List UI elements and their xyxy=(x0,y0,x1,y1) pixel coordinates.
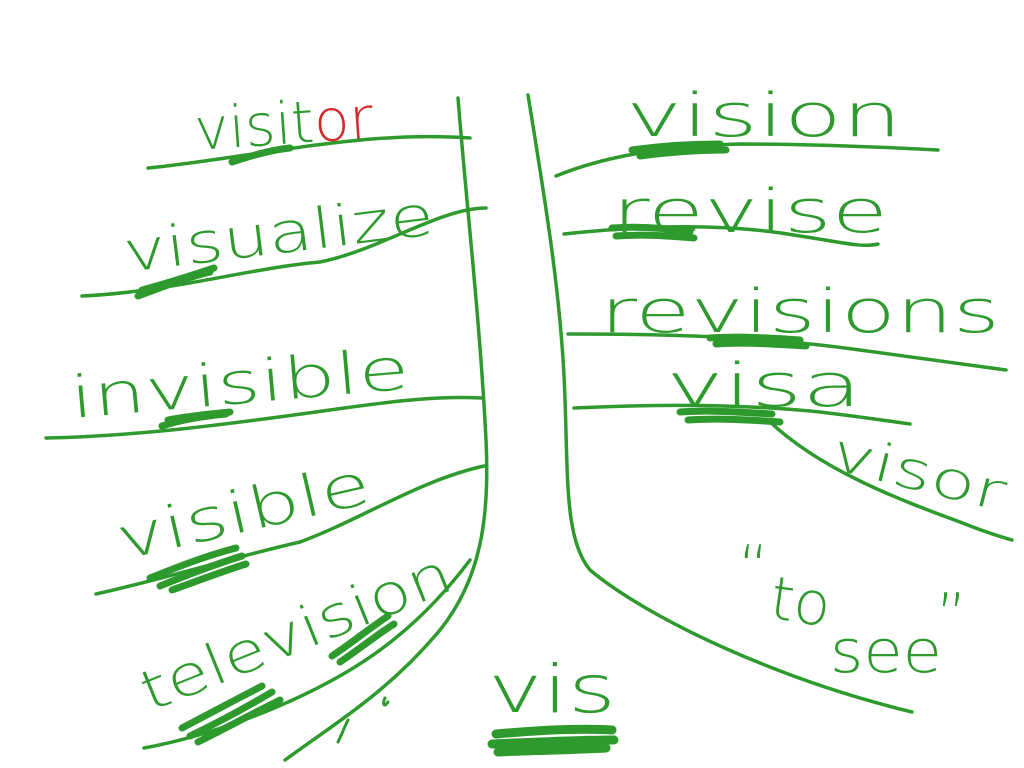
trunk-left-edge xyxy=(283,96,489,762)
word-revisions: revisions xyxy=(600,277,1000,347)
highlight-visible xyxy=(146,544,250,594)
branch-visa-line xyxy=(572,403,912,426)
branch-revisions-line xyxy=(566,332,1008,372)
word-visor: visor xyxy=(825,422,1013,523)
root-word-group: vis xyxy=(487,651,619,757)
word-visitor: visitor xyxy=(192,84,375,164)
highlight-visa xyxy=(676,407,784,426)
highlight-television-vis xyxy=(328,612,398,666)
trunk-right-edge xyxy=(526,93,914,714)
meaning-to-see: “ to see ” xyxy=(738,533,967,687)
branch-visitor-line xyxy=(146,134,472,170)
meaning-word-to: to xyxy=(766,564,835,642)
branch-television-line xyxy=(142,558,472,750)
tree-trunk xyxy=(283,93,914,762)
suffix-or: or xyxy=(311,84,375,156)
highlight-invisible xyxy=(158,408,234,430)
highlight-revise xyxy=(608,223,698,242)
word-visualize: visualize xyxy=(120,183,438,286)
highlight-visualize xyxy=(134,264,218,300)
root-underline xyxy=(487,724,619,757)
highlight-revisions xyxy=(706,333,810,350)
meaning-word-see: see xyxy=(830,617,942,687)
meaning-quote-open: “ xyxy=(738,533,769,603)
root-stroke-small xyxy=(336,696,390,744)
highlight-vision xyxy=(628,140,730,160)
branch-visor-line xyxy=(766,418,1014,542)
branch-visible-line xyxy=(94,464,486,596)
word-invisible: invisible xyxy=(67,335,412,432)
highlight-television-tele xyxy=(178,682,284,746)
vis-highlights xyxy=(134,140,810,746)
left-words: visitor visualize invisible visible tele… xyxy=(67,84,461,725)
highlight-visitor xyxy=(228,144,294,166)
branch-invisible-line xyxy=(44,395,484,440)
branch-vision-line xyxy=(554,142,940,178)
word-vision: vision xyxy=(626,81,902,151)
root-word-vis: vis xyxy=(488,651,616,728)
meaning-quote-close: ” xyxy=(936,581,967,651)
